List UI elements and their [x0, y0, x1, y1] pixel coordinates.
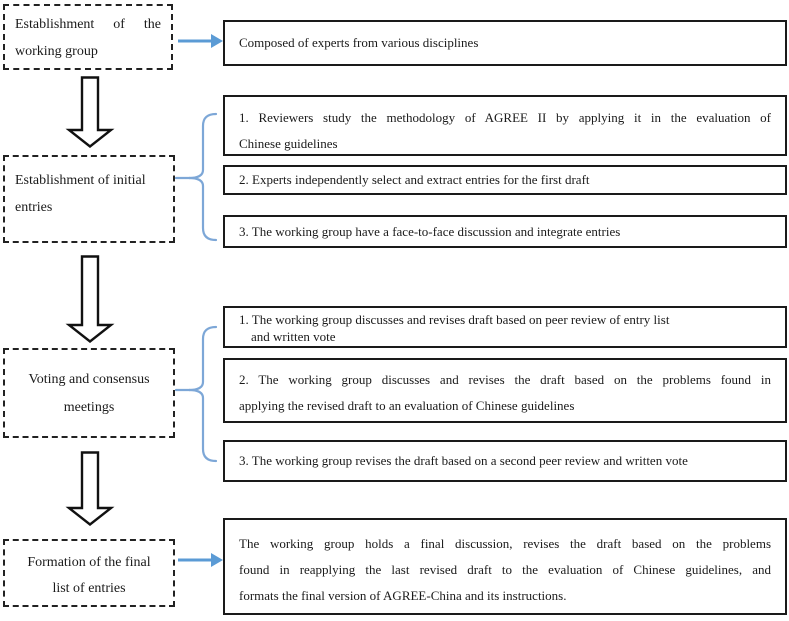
stage4-right-line2: found in reapplying the last revised dra… [239, 562, 771, 577]
stage1-right-box: Composed of experts from various discipl… [223, 20, 787, 66]
down-arrow-icon [65, 76, 115, 148]
stage3-right3-text: 3. The working group revises the draft b… [239, 453, 688, 468]
right-arrow-icon [176, 552, 224, 568]
stage3-right2-line2: applying the revised draft to an evaluat… [239, 398, 575, 413]
right-arrow-icon [176, 33, 224, 49]
stage3-right-box1: 1. The working group discusses and revis… [223, 306, 787, 348]
stage1-left-line1: Establishment of the [15, 17, 161, 32]
stage2-left-line2: entries [15, 200, 53, 215]
stage1-left-box: Establishment of the working group [3, 4, 173, 70]
stage3-left-line1: Voting and consensus [28, 372, 150, 387]
stage2-right-box2: 2. Experts independently select and extr… [223, 165, 787, 195]
stage1-left-line2: working group [15, 44, 98, 59]
stage2-right-box1: 1. Reviewers study the methodology of AG… [223, 95, 787, 156]
stage3-right1-line2: and written vote [251, 328, 336, 344]
stage2-left-box: Establishment of initial entries [3, 155, 175, 243]
stage3-right2-line1: 2. The working group discusses and revis… [239, 372, 771, 387]
stage3-left-line2: meetings [63, 400, 115, 415]
stage2-right1-line2: Chinese guidelines [239, 136, 338, 151]
stage2-left-line1: Establishment of initial [15, 173, 146, 188]
stage4-left-line2: list of entries [52, 581, 126, 596]
stage3-right1-line1: 1. The working group discusses and revis… [239, 312, 670, 327]
stage4-right-line1: The working group holds a final discussi… [239, 536, 771, 551]
stage3-right-box3: 3. The working group revises the draft b… [223, 440, 787, 482]
stage1-right-text: Composed of experts from various discipl… [239, 35, 479, 50]
stage3-right-box2: 2. The working group discusses and revis… [223, 358, 787, 423]
brace-connector-icon [174, 320, 224, 470]
brace-connector-icon [174, 108, 224, 248]
stage2-right1-line1: 1. Reviewers study the methodology of AG… [239, 110, 771, 125]
stage3-left-box: Voting and consensus meetings [3, 348, 175, 438]
stage4-left-box: Formation of the final list of entries [3, 539, 175, 607]
down-arrow-icon [65, 255, 115, 343]
stage4-right-line3: formats the final version of AGREE-China… [239, 588, 567, 603]
stage2-right3-text: 3. The working group have a face-to-face… [239, 223, 621, 239]
stage2-right2-text: 2. Experts independently select and extr… [239, 172, 590, 187]
stage4-right-box: The working group holds a final discussi… [223, 518, 787, 615]
stage4-left-line1: Formation of the final [27, 555, 151, 570]
stage2-right-box3: 3. The working group have a face-to-face… [223, 215, 787, 248]
down-arrow-icon [65, 451, 115, 526]
